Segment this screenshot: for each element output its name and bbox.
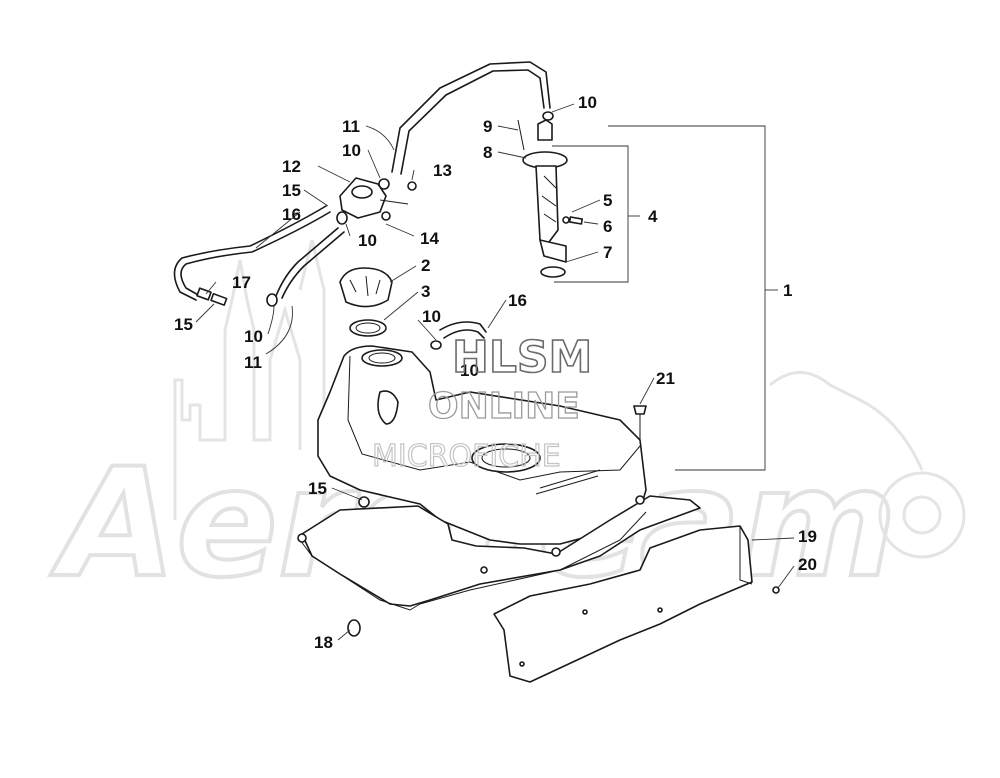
callout-15-left: 15 <box>174 315 193 334</box>
tank-hose <box>439 321 487 339</box>
watermark: HLSM ONLINE MICROFICHE <box>371 331 593 474</box>
watermark-line-1: HLSM <box>452 332 592 383</box>
callout-16-tank: 16 <box>508 291 527 310</box>
watermark-line-2: ONLINE <box>428 386 580 427</box>
callout-labels: 1 2 3 4 5 6 7 8 9 10 10 10 10 10 10 11 1… <box>174 93 817 652</box>
callout-14: 14 <box>420 229 439 248</box>
callout-7: 7 <box>603 243 612 262</box>
callout-15-valve: 15 <box>282 181 301 200</box>
callout-6: 6 <box>603 217 612 236</box>
watermark-line-3: MICROFICHE <box>372 439 561 474</box>
hose-clamps <box>266 111 554 350</box>
callout-19: 19 <box>798 527 817 546</box>
callout-10-top: 10 <box>578 93 597 112</box>
callout-3: 3 <box>421 282 430 301</box>
tank-tray <box>297 495 701 611</box>
callout-21: 21 <box>656 369 675 388</box>
callout-10-center: 10 <box>460 361 479 380</box>
small-fasteners <box>347 405 647 637</box>
callout-8: 8 <box>483 143 492 162</box>
callout-10-tank: 10 <box>422 307 441 326</box>
fuel-pump-assembly <box>517 119 584 278</box>
callout-12: 12 <box>282 157 301 176</box>
callout-4: 4 <box>648 207 658 226</box>
heat-shield <box>493 525 780 683</box>
callout-1: 1 <box>783 281 792 300</box>
group-brackets <box>552 125 778 471</box>
callout-20: 20 <box>798 555 817 574</box>
callout-11-left: 11 <box>244 353 262 372</box>
callout-13: 13 <box>433 161 452 180</box>
callout-10-left: 10 <box>244 327 263 346</box>
fuel-tank <box>317 345 647 545</box>
callout-16-left: 16 <box>282 205 301 224</box>
callout-9: 9 <box>483 117 492 136</box>
callout-11-top: 11 <box>342 117 360 136</box>
callout-10-valve: 10 <box>342 141 361 160</box>
rollover-valve <box>339 177 417 221</box>
callout-2: 2 <box>421 256 430 275</box>
callout-17: 17 <box>232 273 251 292</box>
callout-18: 18 <box>314 633 333 652</box>
vent-hose <box>391 61 551 175</box>
drain-hoses <box>173 205 345 306</box>
leader-lines <box>195 103 795 641</box>
callout-15-tank: 15 <box>308 479 327 498</box>
fuel-cap <box>339 267 393 337</box>
callout-5: 5 <box>603 191 612 210</box>
callout-10-drain: 10 <box>358 231 377 250</box>
